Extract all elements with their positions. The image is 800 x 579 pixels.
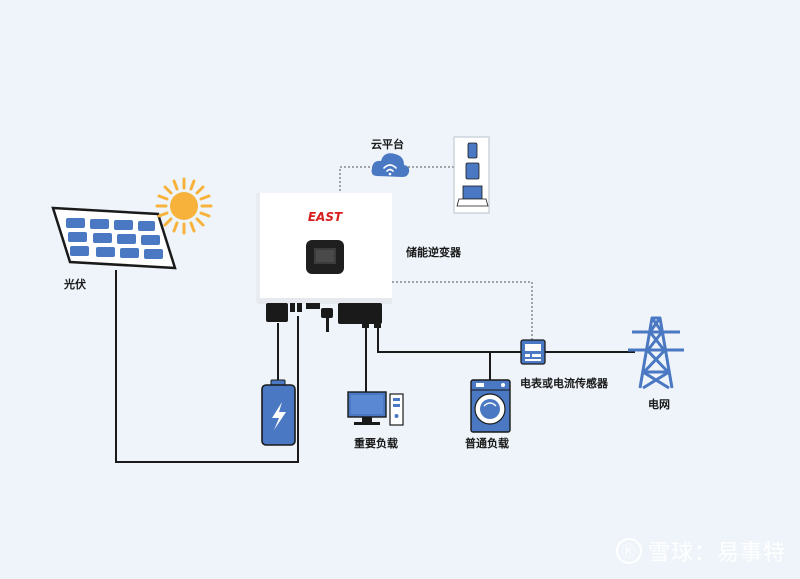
washing-machine-icon [470,379,511,433]
desktop-computer-icon [347,391,404,426]
watermark: Ⓚ 雪球：易事特 [615,535,786,567]
sun-icon [155,177,213,235]
phone-icon [467,142,478,159]
power-tower-icon [628,316,684,390]
label-meter: 电表或电流传感器 [520,377,608,390]
label-pv: 光伏 [64,278,86,291]
label-cloud-platform: 云平台 [371,138,404,151]
label-grid: 电网 [648,398,670,411]
label-important-load: 重要负载 [354,437,398,450]
solar-panel-icon [51,206,177,270]
inverter-icon [256,193,392,332]
battery-icon [261,379,296,446]
laptop-icon [456,185,489,207]
inverter-brand-logo: EAST [308,210,343,224]
watermark-logo-icon: Ⓚ [615,538,642,564]
meter-icon [520,339,546,365]
dotted-links [339,166,533,342]
power-wires [115,270,635,463]
watermark-text: 雪球：易事特 [647,541,786,566]
cloud-icon [371,153,410,177]
tablet-icon [465,162,480,180]
monitoring-devices [453,136,490,214]
label-inverter: 储能逆变器 [406,246,461,259]
label-normal-load: 普通负载 [465,437,509,450]
